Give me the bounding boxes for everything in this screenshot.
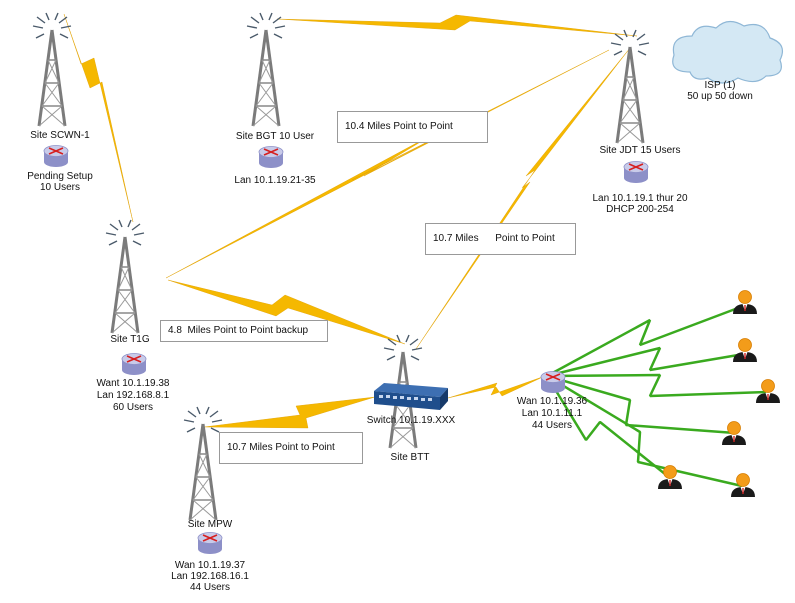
site-btt-wan: Wan 10.1.19.36 — [516, 396, 588, 407]
tower-icon — [182, 405, 224, 522]
client-link-1 — [546, 306, 739, 378]
link-scwn-t1g — [63, 13, 134, 223]
router-icon — [258, 145, 284, 169]
site-bgt-lan: Lan 10.1.19.21-35 — [234, 175, 316, 186]
site-btt-lan: Lan 10.1.11.1 — [521, 408, 583, 419]
client-link-4 — [546, 374, 736, 435]
wireless-links — [63, 13, 638, 429]
site-bgt-name: Site BGT 10 User — [235, 131, 315, 142]
site-t1g-name: Site T1G — [110, 334, 150, 345]
site-jdt-name: Site JDT 15 Users — [599, 145, 681, 156]
site-mpw-users: 44 Users — [189, 582, 230, 593]
client-link-6 — [546, 374, 743, 488]
router-icon — [121, 352, 147, 376]
switch-icon — [374, 383, 448, 410]
isp-speed: 50 up 50 down — [687, 91, 753, 102]
link-label-mpw-btt: 10.7 Miles Point to Point — [219, 432, 363, 464]
site-mpw-lan: Lan 192.168.16.1 — [171, 571, 249, 582]
user-icon — [732, 289, 758, 315]
tower-icon — [245, 11, 287, 128]
client-links — [545, 306, 767, 488]
router-icon — [43, 144, 69, 168]
link-btt-wan — [447, 375, 546, 399]
tower-icon — [609, 28, 651, 145]
site-scwn-name: Site SCWN-1 — [30, 130, 90, 141]
site-t1g-users: 60 Users — [112, 402, 153, 413]
user-icon — [657, 464, 683, 490]
site-t1g-lan: Lan 192.168.8.1 — [96, 390, 170, 401]
site-scwn-status: Pending Setup — [27, 171, 93, 182]
site-btt-switch: Switch 10.1.19.XXX — [366, 415, 456, 426]
site-btt-name: Site BTT — [390, 452, 430, 463]
link-mpw-btt — [203, 396, 376, 429]
user-icon — [732, 337, 758, 363]
tower-icon — [104, 218, 146, 335]
site-mpw-name: Site MPW — [187, 519, 233, 530]
link-label-bgt-jdt: 10.4 Miles Point to Point — [337, 111, 488, 143]
cloud-icon — [672, 20, 783, 84]
tower-icon — [31, 11, 73, 128]
router-icon — [197, 531, 223, 555]
site-jdt-dhcp: DHCP 200-254 — [606, 204, 674, 215]
site-t1g-wan: Want 10.1.19.38 — [96, 378, 170, 389]
link-jdt-bgt — [276, 14, 638, 37]
link-t1g-btt — [167, 279, 406, 345]
client-link-3 — [546, 373, 767, 398]
client-link-2 — [546, 346, 745, 378]
router-icon — [623, 160, 649, 184]
site-scwn-users: 10 Users — [39, 182, 80, 193]
link-bgt-t1g — [165, 49, 610, 279]
site-jdt-lan: Lan 10.1.19.1 thur 20 — [592, 193, 688, 204]
site-btt-users: 44 Users — [531, 420, 572, 431]
site-mpw-wan: Wan 10.1.19.37 — [174, 560, 246, 571]
link-label-t1g-btt: 4.8 Miles Point to Point backup — [160, 320, 328, 342]
isp-name: ISP (1) — [704, 80, 736, 91]
client-link-5 — [545, 375, 671, 479]
link-label-jdt-btt: 10.7 Miles Point to Point — [425, 223, 576, 255]
router-icon — [540, 370, 566, 394]
